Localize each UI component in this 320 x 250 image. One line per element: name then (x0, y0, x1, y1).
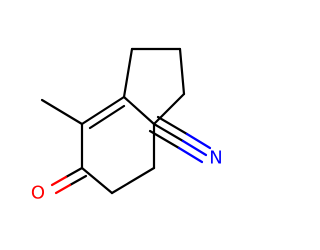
molecule-structure: O N (0, 0, 250, 250)
bond-c4-c5 (152, 92, 186, 126)
bond-c9-c1 (80, 95, 126, 126)
bond-cn-carbon-2 (156, 115, 189, 136)
bond-cn-carbon-3 (148, 129, 181, 150)
bond-methyl (40, 98, 84, 126)
bond-cn-nitrogen-1 (181, 139, 208, 157)
bond-co-oxygen-a (50, 175, 68, 187)
atom-label-oxygen: O (31, 183, 45, 204)
bond-c7-c8 (80, 166, 114, 195)
bond-cn-carbon-1 (152, 122, 185, 143)
bond-cn-nitrogen-3 (177, 146, 204, 164)
bond-c6-c7 (110, 166, 156, 195)
bond-cn-nitrogen-2 (185, 132, 212, 150)
background (0, 0, 250, 250)
bond-co-carbon-b (68, 174, 88, 187)
bond-c1-c2 (122, 47, 134, 99)
atom-label-nitrogen: N (209, 148, 222, 169)
bond-c9-c1-inner (88, 104, 126, 130)
bond-c3-c4 (178, 47, 186, 96)
bond-c1-c5 (122, 95, 156, 126)
bond-co-oxygen-b (54, 183, 72, 195)
bond-co-carbon-a (64, 166, 84, 179)
